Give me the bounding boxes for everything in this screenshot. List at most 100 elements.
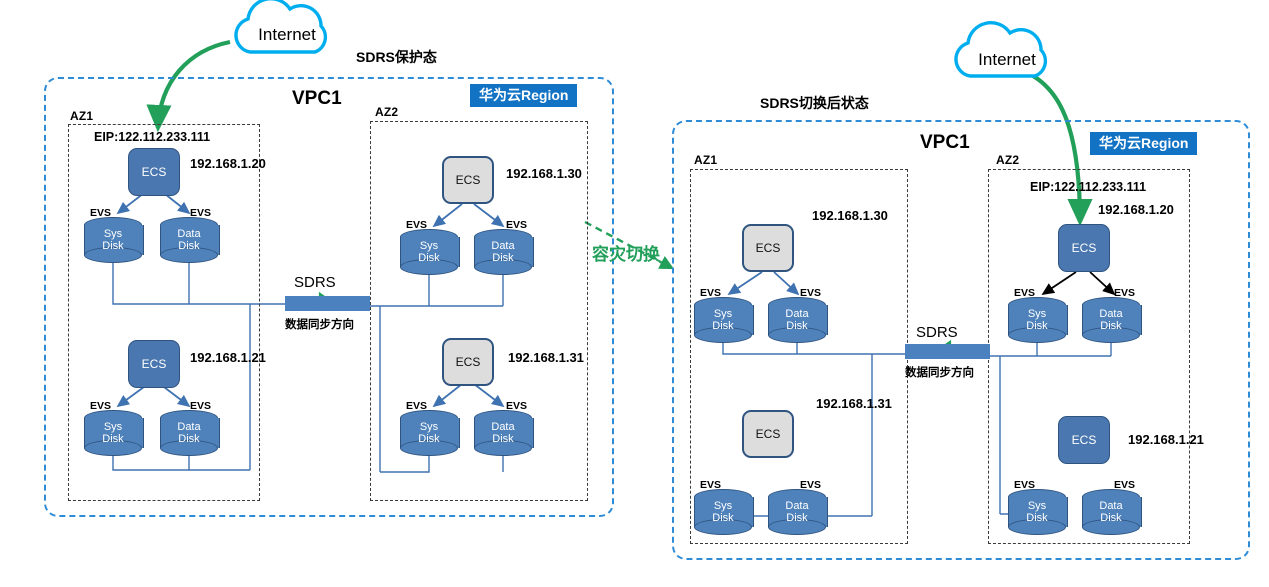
left-region-badge: 华为云Region xyxy=(470,84,578,107)
right-vpc-container xyxy=(672,120,1250,560)
left-az2-container xyxy=(370,121,588,501)
right-vpc-title: VPC1 xyxy=(920,132,970,153)
left-az1-container xyxy=(68,124,260,501)
left-az1-g1-disk1-evs: EVS xyxy=(190,207,212,219)
disk-line2: Disk xyxy=(178,240,200,252)
disk-line1: Sys xyxy=(713,500,733,512)
right-az1-g1-ip: 192.168.1.30 xyxy=(812,208,888,223)
right-az2-g1-disk0-evs: EVS xyxy=(1014,287,1036,299)
right-state-title: SDRS切换后状态 xyxy=(760,95,869,111)
disk-line1: Sys xyxy=(103,228,123,240)
left-az2-g2-ip: 192.168.1.31 xyxy=(508,350,584,365)
right-region-badge: 华为云Region xyxy=(1090,132,1198,155)
right-sdrs-band xyxy=(905,344,990,359)
left-az1-g1-eip: EIP:122.112.233.111 xyxy=(94,130,211,144)
disk-line1: Data xyxy=(785,500,809,512)
right-az1-g2-disk0-evs: EVS xyxy=(700,479,722,491)
right-internet-label: Internet xyxy=(978,50,1036,69)
disk-line2: Disk xyxy=(492,252,514,264)
right-az2-g2-disk1-evs: EVS xyxy=(1114,479,1136,491)
left-az2-g2-links xyxy=(379,306,505,473)
left-az1-g2-ecs[interactable]: ECS xyxy=(128,340,180,388)
left-az1-g1-ip: 192.168.1.20 xyxy=(190,156,266,171)
left-az1-g1-ecs[interactable]: ECS xyxy=(128,148,180,196)
left-state-title: SDRS保护态 xyxy=(356,49,437,65)
right-sdrs-sublabel: 数据同步方向 xyxy=(905,367,974,379)
disk-line1: Data xyxy=(785,308,809,320)
left-az2-g2-disk1-evs: EVS xyxy=(506,400,528,412)
right-sdrs-label: SDRS xyxy=(916,324,958,341)
disk-line2: Disk xyxy=(712,320,734,332)
disk-line2: Disk xyxy=(786,320,808,332)
disk-line2: Disk xyxy=(178,433,200,445)
right-az2-g1-disk1-evs: EVS xyxy=(1114,287,1136,299)
disk-line1: Data xyxy=(491,240,515,252)
disk-line2: Disk xyxy=(1100,512,1122,524)
left-az2-label: AZ2 xyxy=(375,105,399,119)
left-az1-g2-ip: 192.168.1.21 xyxy=(190,350,266,365)
disk-line1: Data xyxy=(1099,308,1123,320)
right-az2-g2-disk0-evs: EVS xyxy=(1014,479,1036,491)
right-az2-g1-links xyxy=(990,271,1116,357)
left-az2-g1-ecs[interactable]: ECS xyxy=(442,156,494,204)
right-internet-cloud-shape xyxy=(954,21,1048,78)
disk-line2: Disk xyxy=(418,252,440,264)
right-az2-g1-ecs[interactable]: ECS xyxy=(1058,224,1110,272)
right-az1-g1-links xyxy=(722,271,905,355)
disk-line1: Sys xyxy=(103,421,123,433)
right-az2-g1-eip: EIP:122.112.233.111 xyxy=(1030,180,1147,194)
left-sdrs-label: SDRS xyxy=(294,274,336,291)
right-az1-container xyxy=(690,169,908,544)
left-az2-g1-disk1-evs: EVS xyxy=(506,219,528,231)
disk-line1: Data xyxy=(491,421,515,433)
right-az1-label: AZ1 xyxy=(694,153,718,167)
disk-line1: Data xyxy=(177,228,201,240)
left-az2-g1-ip: 192.168.1.30 xyxy=(506,166,582,181)
right-az1-g1-disk0-evs: EVS xyxy=(700,287,722,299)
disk-line2: Disk xyxy=(1100,320,1122,332)
left-az2-g2-disk0-evs: EVS xyxy=(406,400,428,412)
left-vpc-title: VPC1 xyxy=(292,88,342,109)
left-az2-g1-disk0-evs: EVS xyxy=(406,219,428,231)
switchover-arrow xyxy=(584,220,675,270)
left-sdrs-sublabel: 数据同步方向 xyxy=(285,319,354,331)
right-az2-g1-ip: 192.168.1.20 xyxy=(1098,202,1174,217)
right-az1-g1-disk1-evs: EVS xyxy=(800,287,822,299)
right-az1-g2-disk1-evs: EVS xyxy=(800,479,822,491)
disk-line2: Disk xyxy=(102,433,124,445)
left-az2-g1-links xyxy=(370,203,505,307)
right-az2-g2-ip: 192.168.1.21 xyxy=(1128,432,1204,447)
left-vpc-container xyxy=(44,77,614,517)
disk-line1: Sys xyxy=(1027,308,1047,320)
right-az2-g2-ecs[interactable]: ECS xyxy=(1058,416,1110,464)
left-az1-g2-disk0-evs: EVS xyxy=(90,400,112,412)
switchover-label: 容灾切换 xyxy=(592,245,660,264)
left-az2-g2-ecs[interactable]: ECS xyxy=(442,338,494,386)
left-internet-cloud-shape xyxy=(234,0,328,54)
left-az1-label: AZ1 xyxy=(70,109,94,123)
right-az1-g1-ecs[interactable]: ECS xyxy=(742,224,794,272)
disk-line2: Disk xyxy=(492,433,514,445)
disk-line1: Data xyxy=(1099,500,1123,512)
disk-line2: Disk xyxy=(418,433,440,445)
disk-line2: Disk xyxy=(786,512,808,524)
left-sdrs-band xyxy=(285,296,370,311)
disk-line1: Data xyxy=(177,421,201,433)
right-az1-g2-ecs[interactable]: ECS xyxy=(742,410,794,458)
right-az2-label: AZ2 xyxy=(996,153,1020,167)
